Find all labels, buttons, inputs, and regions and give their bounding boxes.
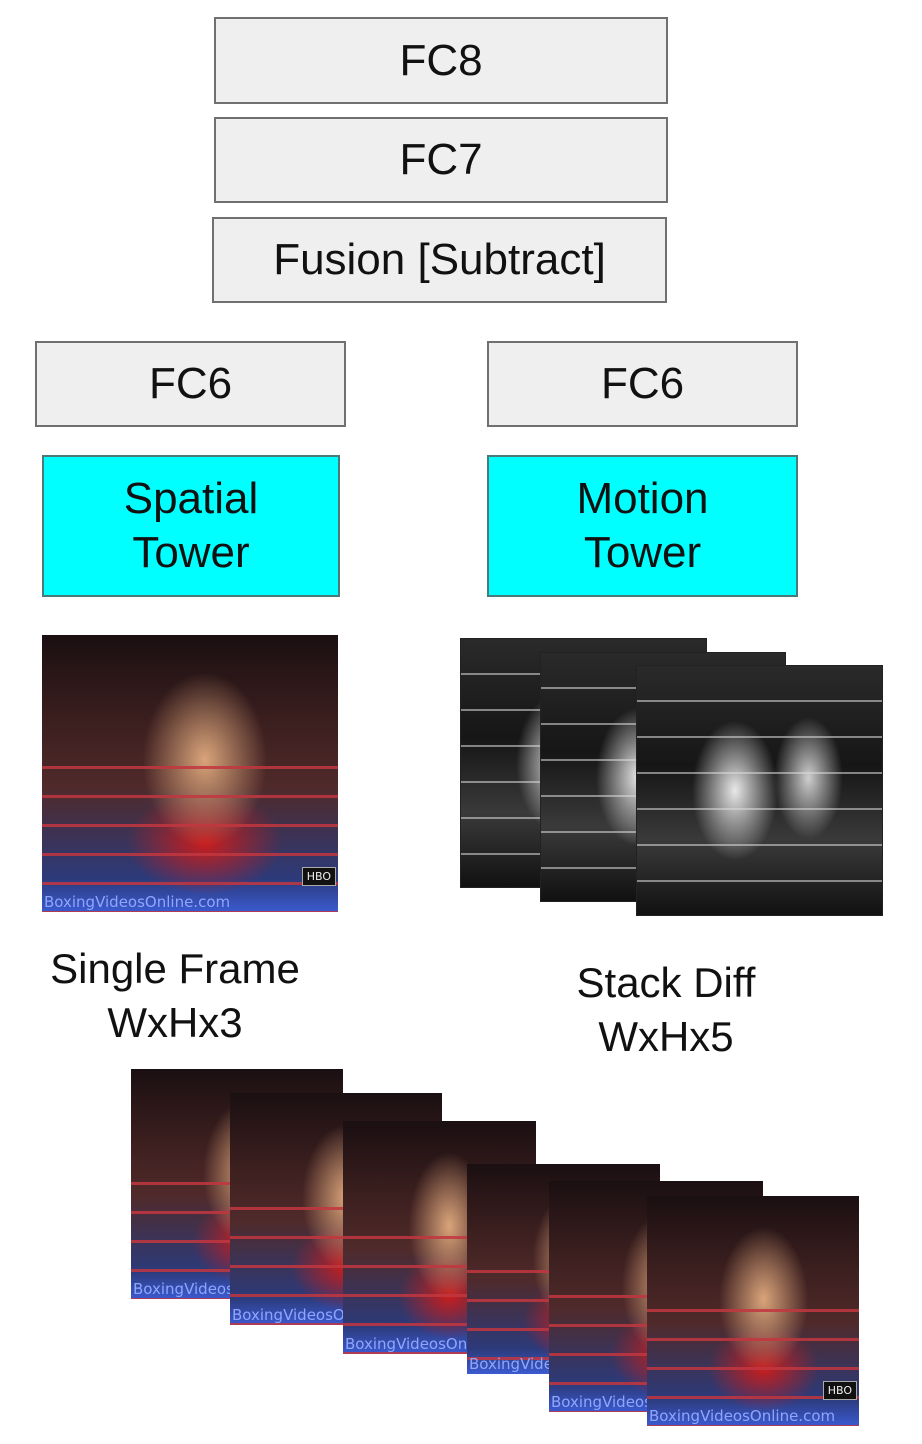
spatial-tower: Spatial Tower	[42, 455, 340, 597]
spatial-fc6-layer: FC6	[35, 341, 346, 427]
video-frame-6: HBO BoxingVideosOnline.com	[647, 1196, 859, 1426]
spatial-input-label: Single Frame WxHx3	[20, 942, 330, 1050]
watermark: BoxingVideosOnline.com	[44, 893, 231, 911]
fusion-label: Fusion [Subtract]	[273, 235, 606, 285]
motion-input-label: Stack Diff WxHx5	[520, 956, 812, 1064]
hbo-badge: HBO	[301, 867, 336, 886]
fc8-layer: FC8	[214, 17, 668, 104]
watermark: BoxingVideosOnline.com	[649, 1407, 836, 1425]
fc7-label: FC7	[399, 135, 483, 185]
fc7-layer: FC7	[214, 117, 668, 203]
single-frame-image: HBO BoxingVideosOnline.com	[42, 635, 338, 912]
fusion-layer: Fusion [Subtract]	[212, 217, 667, 303]
fc8-label: FC8	[399, 35, 483, 85]
spatial-fc6-label: FC6	[148, 359, 233, 409]
spatial-input-label-line1: Single Frame	[50, 945, 300, 992]
motion-input-label-line2: WxHx5	[598, 1012, 734, 1060]
motion-fc6-label: FC6	[600, 359, 685, 409]
hbo-badge: HBO	[822, 1381, 857, 1400]
diff-image-3	[636, 665, 883, 916]
motion-input-label-line1: Stack Diff	[576, 959, 756, 1006]
spatial-tower-label: Spatial Tower	[123, 474, 259, 577]
motion-fc6-layer: FC6	[487, 341, 798, 427]
spatial-input-label-line2: WxHx3	[107, 998, 243, 1046]
motion-tower: Motion Tower	[487, 455, 798, 597]
motion-tower-label: Motion Tower	[576, 474, 709, 577]
